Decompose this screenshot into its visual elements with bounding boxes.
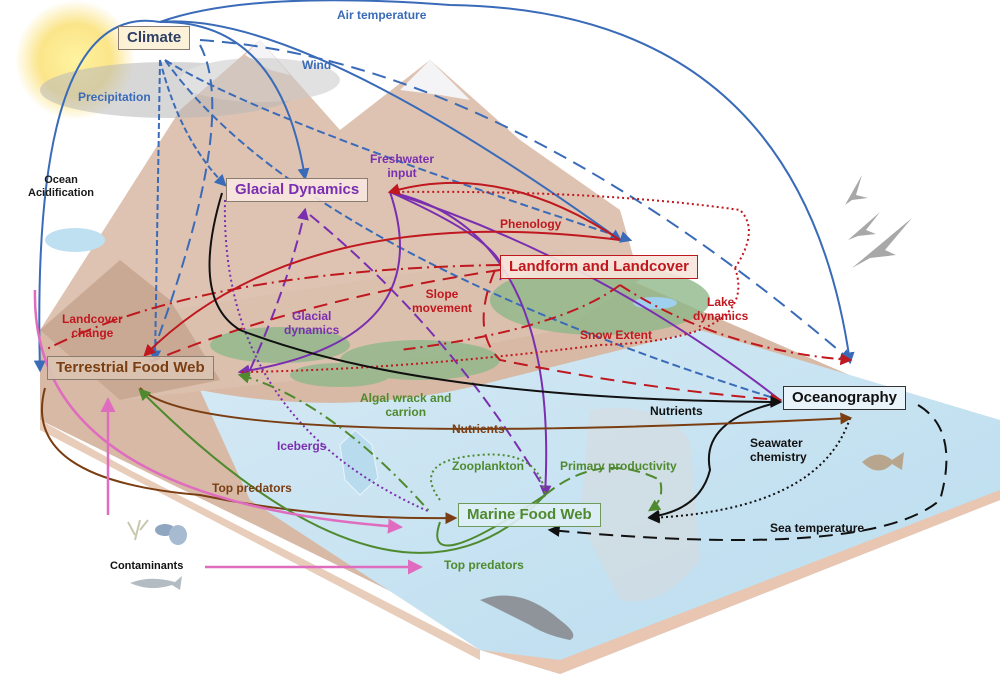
link-top-predators-green — [138, 388, 546, 554]
link-top-predators-brown — [40, 387, 458, 525]
link-landform-terrestrial-dotted — [239, 267, 740, 373]
label-nutrients-brown: Nutrients — [452, 422, 505, 436]
label-landcover-change: Landcover change — [62, 312, 123, 341]
link-glacial-oceanography — [208, 192, 783, 408]
link-algal-wrack — [237, 371, 431, 513]
cloud-icon — [40, 58, 340, 118]
label-top-predators-green: Top predators — [444, 558, 524, 572]
link-ocean-acidification — [33, 289, 403, 534]
label-nutrients-black: Nutrients — [650, 404, 703, 418]
link-climate-terrestrial — [33, 19, 161, 373]
label-phenology: Phenology — [500, 217, 562, 231]
label-ocean-acidification-line1: Ocean — [44, 174, 78, 186]
label-freshwater-line2: input — [387, 165, 417, 180]
contaminant-links — [33, 289, 423, 575]
link-seawater-chemistry — [647, 417, 851, 524]
label-icebergs: Icebergs — [277, 439, 327, 453]
whale-icon — [480, 595, 574, 640]
label-air-temperature: Air temperature — [337, 8, 427, 22]
label-glacial-line2: dynamics — [284, 322, 340, 337]
label-slope-line1: Slope — [425, 287, 459, 301]
node-glacial-dynamics: Glacial Dynamics — [226, 178, 369, 202]
fish-icon — [862, 452, 904, 471]
label-ocean-acidification-line2: Acidification — [28, 186, 95, 199]
link-climate-glacial — [159, 20, 310, 181]
label-seawater-line2: chemistry — [750, 449, 807, 464]
link-climate-landform — [159, 20, 622, 242]
node-terrestrial-food-web: Terrestrial Food Web — [47, 356, 214, 380]
link-nutrients-brown — [139, 387, 853, 430]
label-zooplankton: Zooplankton — [452, 459, 524, 473]
label-ocean-acidification: Ocean Acidification — [28, 174, 94, 199]
link-snow-extent — [399, 284, 621, 351]
link-glacial-marine — [389, 191, 552, 498]
link-landcover-change — [149, 269, 501, 363]
climate-links — [33, 0, 855, 401]
link-glacial-marine-dashed — [309, 214, 546, 491]
label-landcover-line1: Landcover — [62, 312, 123, 326]
label-glacial-dynamics: Glacial dynamics — [284, 309, 340, 338]
link-precip-terrestrial — [149, 59, 162, 363]
label-algal-line1: Algal wrack and — [360, 391, 452, 405]
label-wind: Wind — [302, 58, 332, 72]
terrestrial-links — [40, 387, 853, 525]
link-landform-dotted — [394, 190, 750, 269]
seabed-rock — [580, 408, 700, 602]
label-slope-movement: Slope movement — [412, 287, 473, 316]
label-top-predators-brown: Top predators — [212, 481, 292, 495]
label-glacial-line1: Glacial — [292, 309, 332, 323]
label-primary-productivity: Primary productivity — [560, 459, 677, 473]
link-primary-productivity — [544, 467, 663, 512]
link-precip-glacial — [159, 59, 227, 187]
label-slope-line2: movement — [412, 300, 473, 315]
label-sea-temperature: Sea temperature — [770, 521, 865, 535]
label-lake-line1: Lake — [707, 295, 735, 309]
link-landcover-dashdot — [44, 264, 501, 351]
landform-links — [44, 181, 853, 406]
link-lake-dynamics — [619, 284, 853, 366]
contaminant-organisms — [127, 519, 187, 590]
node-landform-landcover: Landform and Landcover — [500, 255, 699, 279]
seabird-icons — [845, 175, 912, 268]
link-sea-temperature — [547, 404, 948, 541]
label-lake-line2: dynamics — [693, 308, 749, 323]
link-freshwater-input — [387, 181, 621, 241]
label-contaminants: Contaminants — [110, 560, 184, 572]
link-precip-ocean — [164, 59, 781, 401]
label-freshwater-line1: Freshwater — [370, 152, 435, 166]
label-algal-line2: carrion — [385, 404, 427, 419]
link-phenology — [143, 230, 621, 357]
link-icebergs — [223, 199, 431, 513]
marine-links — [138, 371, 663, 554]
link-slope-movement — [482, 269, 783, 406]
node-marine-food-web: Marine Food Web — [458, 503, 601, 527]
label-freshwater-input: Freshwater input — [370, 152, 435, 181]
label-lake-dynamics: Lake dynamics — [693, 295, 749, 324]
node-oceanography: Oceanography — [783, 386, 907, 410]
label-precipitation: Precipitation — [78, 90, 151, 104]
link-nutrients-black — [647, 401, 781, 522]
oceanography-links — [208, 192, 948, 541]
iceberg-icon — [339, 429, 379, 496]
label-algal-wrack: Algal wrack and carrion — [360, 391, 452, 420]
node-climate: Climate — [118, 26, 191, 50]
link-air-temperature — [159, 0, 855, 365]
link-glacial-dynamics — [249, 207, 309, 371]
label-seawater-line1: Seawater — [750, 436, 803, 450]
label-seawater-chemistry: Seawater chemistry — [750, 436, 807, 465]
link-precip-landform — [164, 59, 633, 243]
label-snow-extent: Snow Extent — [580, 328, 653, 342]
link-climate-dashed — [149, 44, 214, 361]
label-landcover-line2: change — [71, 325, 114, 340]
link-glacial-terrestrial — [237, 191, 401, 377]
